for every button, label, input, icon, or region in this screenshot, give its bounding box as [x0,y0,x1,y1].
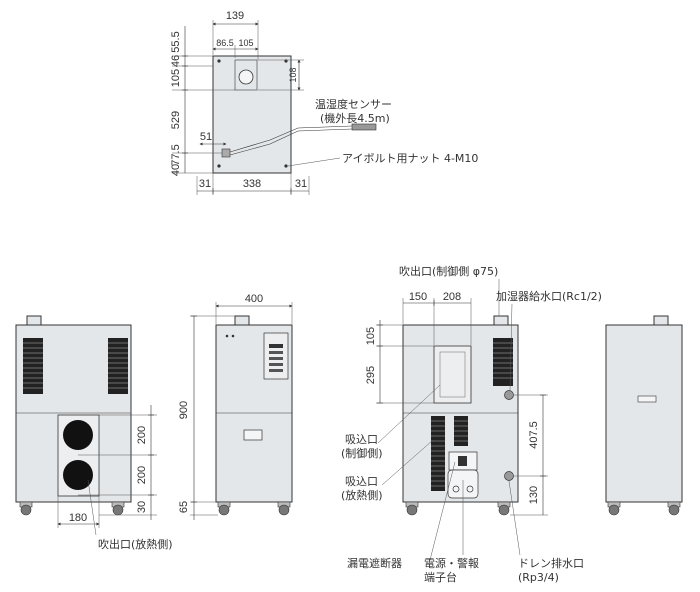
inlet-heat-label-1: 吸込口 [345,475,378,488]
dim-529: 529 [170,111,182,129]
humidifier-inlet-icon [504,390,514,400]
dim-208: 208 [443,291,461,303]
terminal-label-2: 端子台 [424,570,457,584]
dim-200-bottom: 200 [136,466,148,484]
humidifier-label: 加湿器給水口(Rc1/2) [496,289,602,303]
rear-outlet-label: 吹出口(制御側 φ75) [399,264,498,278]
inlet-grille-left [431,416,445,491]
terminal-label-1: 電源・警報 [424,556,479,570]
drain-label-1: ドレン排水口 [518,556,584,570]
drain-label-2: (Rp3/4) [518,571,559,584]
top-outlet-circle [238,69,254,85]
dim-30: 30 [136,501,148,513]
breaker-label: 漏電遮断器 [347,556,402,570]
side-eyebolt [234,315,250,326]
caster-icon [19,501,125,516]
button-icon [269,363,283,366]
eyebolt-nut-icon [217,164,221,168]
sensor-fitting [221,148,231,158]
eyebolt-label: アイボルト用ナット 4-M10 [342,152,478,165]
button-icon [269,351,283,354]
right-handle [637,395,657,403]
drain-outlet-icon [504,471,514,481]
button-icon [269,357,283,360]
vent-grille-left [23,338,43,394]
button-icon [269,369,283,372]
vent-grille-right [108,338,128,394]
sensor-label-line2: (機外長4.5m) [320,111,390,125]
front-eyebolt [26,315,42,326]
dim-40: 40 [170,164,182,176]
dim-86-5: 86.5 [216,38,234,48]
dim-31-left: 31 [199,178,211,190]
dim-900: 900 [178,401,190,419]
inlet-control-label-2: (制御側) [341,446,383,460]
dim-51: 51 [200,131,212,143]
dim-46: 46 [170,55,182,67]
sensor-cable [229,128,353,156]
dim-407-5: 407.5 [528,421,540,449]
eyebolt-nut-icon [217,59,221,63]
dim-295: 295 [365,366,377,384]
side-view: 400 900 65 [178,293,293,520]
dim-139: 139 [226,10,244,22]
fan-icon [63,420,93,450]
inlet-control-label-1: 吸込口 [345,433,378,446]
control-outlet-panel [433,345,472,404]
dim-180: 180 [69,512,87,524]
front-view: 200 200 30 180 吹出口(放熱側) [15,315,173,551]
sensor-cable [229,125,353,153]
front-outlet-label: 吹出口(放熱側) [98,537,173,551]
breaker-switch-icon [458,456,467,466]
dim-130: 130 [528,486,540,504]
dim-105-left: 105 [170,69,182,87]
sensor-probe-icon [351,123,377,131]
caster-icon [405,501,511,516]
right-eyebolt [653,315,669,326]
rear-view: 150 208 吹出口(制御側 φ75) 加湿器給水口(Rc1/2) 105 2… [341,264,602,584]
dim-77-5: 77.5 [170,144,182,165]
display-icon [269,344,283,348]
vent-grille-rear-top [493,338,513,386]
dim-150: 150 [409,291,427,303]
side-handle [243,429,263,441]
dim-31-right: 31 [295,178,307,190]
sensor-label-line1: 温湿度センサー [315,97,392,111]
fan-icon [63,460,93,490]
dim-55-5: 55.5 [170,31,182,52]
eyebolt-nut-icon [284,164,288,168]
inlet-heat-label-2: (放熱側) [341,488,383,502]
dim-400: 400 [245,293,263,305]
caster-icon [607,501,681,516]
dim-200-top: 200 [136,426,148,444]
dim-105-rear: 105 [365,327,377,345]
dim-105-top: 105 [238,38,253,48]
right-view-body [605,324,683,503]
dim-65: 65 [178,501,190,513]
top-outlet-box [234,59,258,91]
control-panel [263,332,289,380]
caster-icon [217,501,291,516]
dim-108: 108 [288,67,298,82]
rear-eyebolt [493,315,509,326]
top-view: 139 86.5 105 55.5 46 105 529 77.5 40 108… [170,10,478,195]
right-view [605,315,683,516]
dim-338: 338 [243,178,261,190]
